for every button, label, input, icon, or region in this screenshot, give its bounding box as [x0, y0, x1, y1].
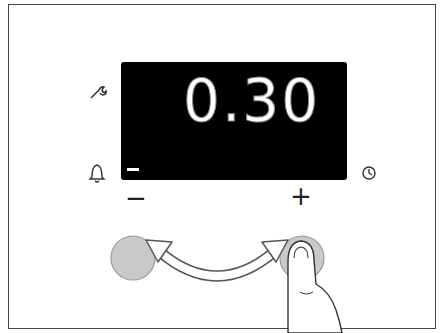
- clock-icon: [363, 167, 375, 179]
- timer-indicator: [127, 168, 139, 171]
- bell-icon: [90, 165, 104, 182]
- lcd-display: 0.30: [121, 62, 347, 180]
- plus-label: +: [290, 183, 312, 209]
- display-digits: 0.30: [183, 70, 347, 134]
- probe-icon: [91, 87, 106, 98]
- frame: [9, 5, 436, 329]
- pressing-finger: [288, 241, 342, 333]
- minus-label: −: [125, 185, 147, 211]
- curved-double-arrow: [146, 240, 288, 276]
